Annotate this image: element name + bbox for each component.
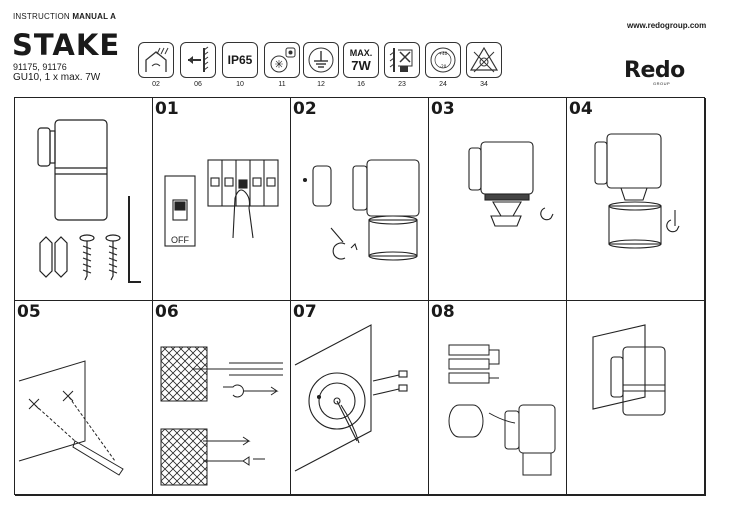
step-number: 04 bbox=[569, 99, 593, 119]
ip-rating-text: IP65 bbox=[227, 53, 253, 67]
step-03-panel: 03 bbox=[429, 98, 567, 301]
step-08-panel: 08 bbox=[429, 301, 567, 496]
step-number: 03 bbox=[431, 99, 455, 119]
ip-rating-icon: IP65 bbox=[222, 42, 258, 78]
icon-num: 16 bbox=[357, 81, 365, 88]
finished-drawing bbox=[592, 324, 666, 416]
mount-bracket-drawing bbox=[294, 324, 408, 472]
step-number: 05 bbox=[17, 302, 41, 322]
instruction-grid: 01 OFF 02 bbox=[14, 97, 706, 496]
wiring-drawing bbox=[448, 344, 556, 476]
step-number: 06 bbox=[155, 302, 179, 322]
step-01-panel: 01 OFF bbox=[153, 98, 291, 301]
step-05-panel: 05 bbox=[15, 301, 153, 496]
icon-num: 11 bbox=[278, 81, 286, 88]
icon-num: 06 bbox=[194, 81, 202, 88]
contents-drawing bbox=[37, 119, 141, 283]
website-link[interactable]: www.redogroup.com bbox=[627, 21, 707, 30]
finished-panel bbox=[567, 301, 706, 496]
disassemble-drawing bbox=[302, 159, 420, 261]
mark-holes-drawing bbox=[18, 360, 124, 476]
icon-num: 23 bbox=[398, 81, 406, 88]
product-name: STAKE bbox=[12, 28, 121, 62]
step-06-panel: 06 bbox=[153, 301, 291, 496]
bulb-replace-drawing bbox=[468, 141, 554, 227]
step-number: 07 bbox=[293, 302, 317, 322]
outdoor-rain-icon bbox=[138, 42, 174, 78]
svg-text:-20: -20 bbox=[440, 64, 447, 69]
brand-logo: Redo bbox=[624, 58, 685, 83]
icon-num: 34 bbox=[480, 81, 488, 88]
step-04-panel: 04 bbox=[567, 98, 706, 301]
brand-sub: GROUP bbox=[653, 81, 671, 86]
step-number: 01 bbox=[155, 99, 179, 119]
max-power-value: 7W bbox=[351, 57, 371, 73]
earth-ground-icon bbox=[303, 42, 339, 78]
brand-name: Redo bbox=[624, 58, 685, 83]
bulb-type-icon bbox=[264, 42, 300, 78]
product-spec: GU10, 1 x max. 7W bbox=[13, 72, 101, 83]
off-label: OFF bbox=[171, 235, 189, 245]
manual-title: INSTRUCTION MANUAL A bbox=[13, 12, 117, 21]
wall-mount-icon bbox=[180, 42, 216, 78]
no-insulation-cover-icon bbox=[384, 42, 420, 78]
product-codes: 91175, 91176 bbox=[13, 62, 67, 72]
max-power-icon: MAX. 7W bbox=[343, 42, 379, 78]
icon-num: 02 bbox=[152, 81, 160, 88]
step-07-panel: 07 bbox=[291, 301, 429, 496]
step-number: 08 bbox=[431, 302, 455, 322]
breaker-off-drawing: OFF bbox=[164, 159, 279, 247]
no-dimmer-icon bbox=[466, 42, 502, 78]
drill-holes-drawing bbox=[160, 346, 283, 486]
step-02-panel: 02 bbox=[291, 98, 429, 301]
svg-text:+40: +40 bbox=[439, 51, 448, 56]
reassemble-drawing bbox=[594, 133, 680, 249]
icon-num: 24 bbox=[439, 81, 447, 88]
step-number: 02 bbox=[293, 99, 317, 119]
max-label: MAX. bbox=[349, 47, 373, 58]
contents-panel bbox=[15, 98, 153, 301]
icon-num: 10 bbox=[236, 81, 244, 88]
icon-num: 12 bbox=[317, 81, 325, 88]
temperature-range-icon: +40 -20 bbox=[425, 42, 461, 78]
